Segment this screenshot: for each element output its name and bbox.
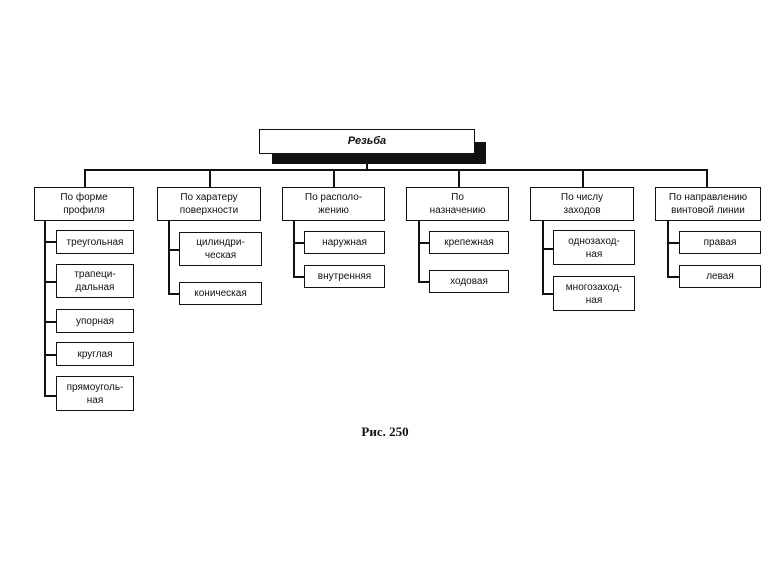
item-left-hand: левая (679, 265, 761, 288)
item-single-start: однозаход- ная (553, 230, 635, 265)
cat-drop-6 (706, 169, 708, 187)
col5-tick (542, 248, 553, 250)
root-connector (366, 154, 368, 169)
col2-tick (168, 249, 179, 251)
category-starts: По числу заходов (530, 187, 634, 221)
item-rectangular: прямоуголь- ная (56, 376, 134, 411)
col6-tick (667, 276, 679, 278)
category-profile-shape: По форме профиля (34, 187, 134, 221)
item-internal: внутренняя (304, 265, 385, 288)
item-trapezoidal: трапеци- дальная (56, 264, 134, 298)
col3-tick (293, 242, 304, 244)
col1-tick (44, 281, 56, 283)
item-cylindrical: цилиндри- ческая (179, 232, 262, 266)
col5-spine (542, 221, 544, 294)
col1-tick (44, 241, 56, 243)
col6-tick (667, 242, 679, 244)
item-multi-start: многозаход- ная (553, 276, 635, 311)
cat-drop-4 (458, 169, 460, 187)
category-helix-direction: По направлению винтовой линии (655, 187, 761, 221)
col1-tick (44, 321, 56, 323)
item-buttress: упорная (56, 309, 134, 333)
col4-tick (418, 281, 429, 283)
item-running: ходовая (429, 270, 509, 293)
col2-tick (168, 293, 179, 295)
item-conical: коническая (179, 282, 262, 305)
col4-tick (418, 242, 429, 244)
item-right-hand: правая (679, 231, 761, 254)
category-purpose: По назначению (406, 187, 509, 221)
category-bus (84, 169, 706, 171)
col1-tick (44, 354, 56, 356)
col4-spine (418, 221, 420, 282)
figure-caption: Рис. 250 (361, 424, 409, 439)
col2-spine (168, 221, 170, 294)
col1-tick (44, 395, 56, 397)
cat-drop-2 (209, 169, 211, 187)
category-location: По располо- жению (282, 187, 385, 221)
col1-spine (44, 221, 46, 396)
root-node: Резьба (259, 129, 475, 154)
col3-tick (293, 276, 304, 278)
cat-drop-3 (333, 169, 335, 187)
col5-tick (542, 293, 553, 295)
item-round: круглая (56, 342, 134, 366)
item-triangular: треугольная (56, 230, 134, 254)
category-surface: По харатеру поверхности (157, 187, 261, 221)
item-fastening: крепежная (429, 231, 509, 254)
cat-drop-5 (582, 169, 584, 187)
item-external: наружная (304, 231, 385, 254)
col6-spine (667, 221, 669, 277)
col3-spine (293, 221, 295, 277)
cat-drop-1 (84, 169, 86, 187)
